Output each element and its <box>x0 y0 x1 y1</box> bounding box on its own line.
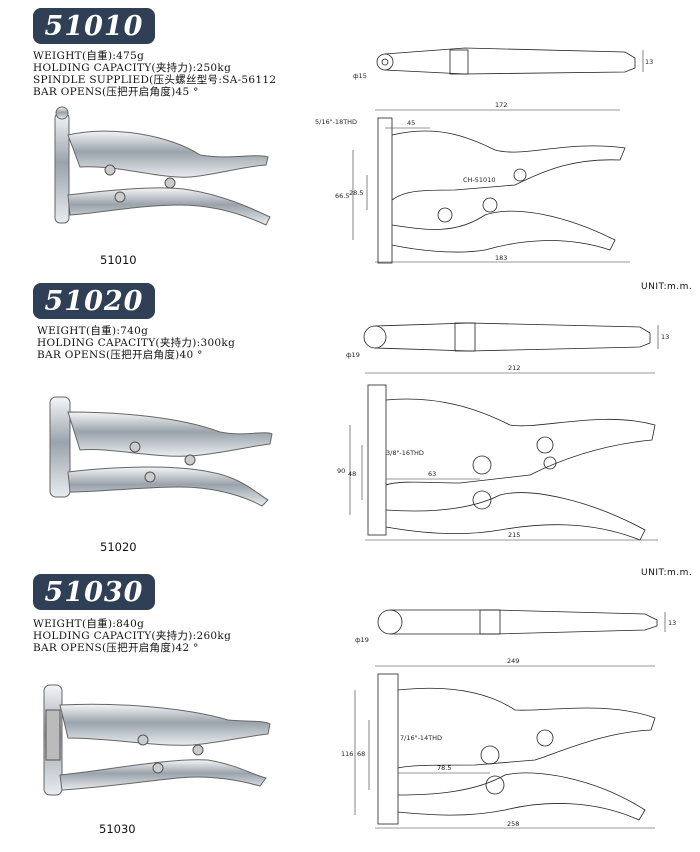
dim-overall-length: 212 <box>508 364 520 372</box>
clamp-photo-51030 <box>43 684 271 796</box>
model-number-51010: 51010 <box>100 253 137 267</box>
dim-thread: 3/8"-16THD <box>386 449 424 457</box>
spec-weight: WEIGHT(自重):840g <box>33 618 145 630</box>
dim-height-open: 28.5 <box>349 189 363 197</box>
model-badge-51030: 51030 <box>33 574 155 610</box>
badge-text: 51030 <box>44 576 144 608</box>
dim-overall-length: 172 <box>495 101 507 109</box>
dim-top-diameter: ф19 <box>346 351 360 359</box>
dim-height-open: 68 <box>357 750 365 758</box>
spec-weight: WEIGHT(自重):740g <box>37 325 149 337</box>
dim-bottom-length: 215 <box>508 531 520 539</box>
dim-top-diameter: ф15 <box>353 72 367 80</box>
technical-drawing-51030: 13 ф19 249 7/16"-14THD 78.5 116 68 258 <box>341 609 676 829</box>
badge-text: 51010 <box>44 10 144 42</box>
dim-overall-length: 249 <box>507 657 519 665</box>
unit-label-1: UNIT:m.m. <box>641 282 693 292</box>
specs-51030: WEIGHT(自重):840g HOLDING CAPACITY(夹持力):26… <box>33 618 231 654</box>
model-number-51030: 51030 <box>99 822 136 836</box>
specs-51010: WEIGHT(自重):475g HOLDING CAPACITY(夹持力):25… <box>33 50 276 98</box>
unit-label-2: UNIT:m.m. <box>641 568 693 578</box>
dim-height-total: 66.5 <box>335 192 349 200</box>
spec-bar-opens: BAR OPENS(压把开启角度)42 ° <box>33 642 199 654</box>
drawing-label: CH-51010 <box>463 176 495 184</box>
technical-drawing-51020: 13 ф19 212 3/8"-16THD 63 90 48 215 <box>337 322 669 541</box>
dim-throat: 78.5 <box>437 764 451 772</box>
dim-thread: 5/16"-18THD <box>315 118 357 126</box>
model-badge-51010: 51010 <box>33 8 155 44</box>
specs-51020: WEIGHT(自重):740g HOLDING CAPACITY(夹持力):30… <box>37 325 235 361</box>
dim-top-height: 13 <box>668 619 676 627</box>
clamp-photo-51020 <box>49 396 273 507</box>
dim-height-open: 48 <box>348 470 356 478</box>
dim-top-diameter: ф19 <box>355 636 369 644</box>
dim-throat: 45 <box>407 119 415 127</box>
dim-bottom-length: 258 <box>507 820 519 828</box>
clamp-photo-51010 <box>54 106 271 226</box>
spec-holding-capacity: HOLDING CAPACITY(夹持力):250kg <box>33 62 232 74</box>
dim-top-height: 13 <box>645 58 653 66</box>
spec-bar-opens: BAR OPENS(压把开启角度)40 ° <box>37 349 203 361</box>
spec-holding-capacity: HOLDING CAPACITY(夹持力):300kg <box>37 337 236 349</box>
technical-drawing-51010: 13 ф15 172 45 5/16"-18THD CH-51010 66.5 … <box>315 47 653 264</box>
dim-height-total: 90 <box>337 467 345 475</box>
dim-top-height: 13 <box>661 333 669 341</box>
badge-text: 51020 <box>44 285 144 317</box>
dim-height-total: 116 <box>341 750 353 758</box>
spec-holding-capacity: HOLDING CAPACITY(夹持力):260kg <box>33 630 232 642</box>
model-badge-51020: 51020 <box>33 283 155 319</box>
dim-throat: 63 <box>428 470 436 478</box>
spec-bar-opens: BAR OPENS(压把开启角度)45 ° <box>33 86 199 98</box>
spec-spindle: SPINDLE SUPPLIED(压头螺丝型号:SA-56112 <box>33 74 277 86</box>
dim-thread: 7/16"-14THD <box>400 734 442 742</box>
dim-bottom-length: 183 <box>495 254 507 262</box>
model-number-51020: 51020 <box>100 540 137 554</box>
spec-weight: WEIGHT(自重):475g <box>33 50 145 62</box>
